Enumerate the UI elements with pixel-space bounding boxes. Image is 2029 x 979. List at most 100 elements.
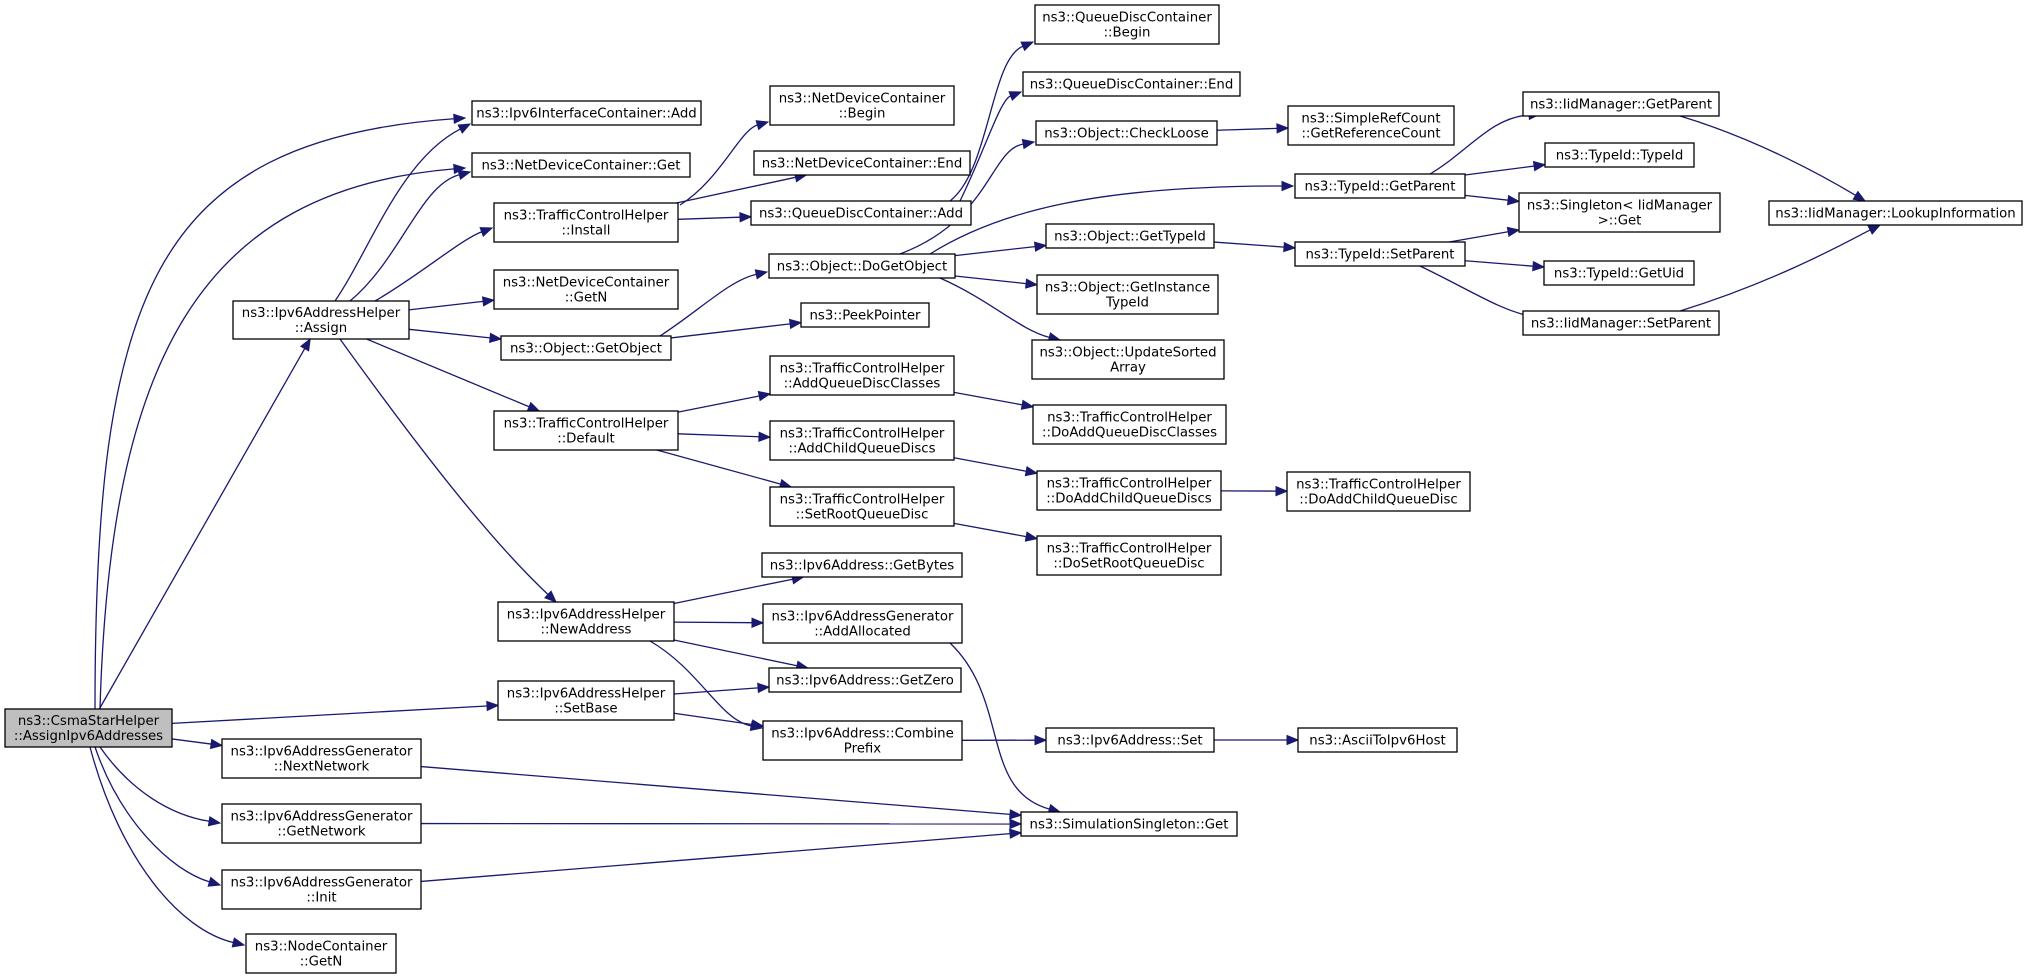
node-asciitoipv6host[interactable]: ns3::AsciiToIpv6Host bbox=[1297, 727, 1458, 753]
node-ipv6ah-assign[interactable]: ns3::Ipv6AddressHelper::Assign bbox=[232, 300, 410, 340]
node-simsingleton-get-box[interactable] bbox=[1020, 811, 1238, 837]
edge-obj-dogetobject-to-obj-gettypeid-line bbox=[954, 245, 1036, 257]
node-ndc-getn-box[interactable] bbox=[493, 269, 679, 310]
node-root[interactable]: ns3::CsmaStarHelper::AssignIpv6Addresses bbox=[4, 708, 173, 748]
node-ipv6a-getbytes-box[interactable] bbox=[761, 552, 963, 578]
node-iidm-getparent[interactable]: ns3::IidManager::GetParent bbox=[1522, 91, 1720, 117]
node-simplerefcount-box[interactable] bbox=[1287, 105, 1455, 146]
node-ipv6a-getzero-box[interactable] bbox=[768, 667, 962, 693]
node-obj-gettypeid[interactable]: ns3::Object::GetTypeId bbox=[1045, 223, 1215, 249]
node-tch-doaddqdclasses[interactable]: ns3::TrafficControlHelper::DoAddQueueDis… bbox=[1032, 404, 1227, 445]
node-ipv6ag-addallocated[interactable]: ns3::Ipv6AddressGenerator::AddAllocated bbox=[762, 603, 963, 644]
edge-ipv6ah-assign-to-ndc-getn-line bbox=[408, 300, 484, 311]
node-tch-doaddchildqds-box[interactable] bbox=[1036, 470, 1222, 511]
node-obj-checkloose[interactable]: ns3::Object::CheckLoose bbox=[1035, 120, 1218, 146]
node-ipv6ag-nextnetwork-box[interactable] bbox=[221, 738, 422, 779]
node-qdc-add-box[interactable] bbox=[750, 200, 972, 226]
node-iidm-setparent-box[interactable] bbox=[1522, 310, 1720, 336]
node-ndc-begin[interactable]: ns3::NetDeviceContainer::Begin bbox=[769, 85, 955, 126]
node-obj-getinstancetypeid-box[interactable] bbox=[1036, 274, 1219, 315]
node-ndc-get[interactable]: ns3::NetDeviceContainer::Get bbox=[471, 152, 691, 178]
node-ipv6ah-setbase[interactable]: ns3::Ipv6AddressHelper::SetBase bbox=[497, 680, 675, 721]
node-asciitoipv6host-box[interactable] bbox=[1297, 727, 1458, 753]
edge-obj-dogetobject-to-obj-checkloose bbox=[899, 138, 1036, 255]
node-tch-default-box[interactable] bbox=[493, 410, 679, 451]
node-ipv6ah-setbase-box[interactable] bbox=[497, 680, 675, 721]
node-qdc-end-box[interactable] bbox=[1022, 71, 1241, 97]
node-ipv6ag-nextnetwork[interactable]: ns3::Ipv6AddressGenerator::NextNetwork bbox=[221, 738, 422, 779]
node-tch-doaddchildqd[interactable]: ns3::TrafficControlHelper::DoAddChildQue… bbox=[1286, 471, 1471, 512]
node-ndc-end-box[interactable] bbox=[753, 150, 971, 176]
node-ipv6a-combineprefix-box[interactable] bbox=[762, 720, 963, 761]
node-tch-install-box[interactable] bbox=[493, 202, 679, 243]
node-tch-addqdclasses-box[interactable] bbox=[769, 355, 955, 396]
node-ndc-end[interactable]: ns3::NetDeviceContainer::End bbox=[753, 150, 971, 176]
node-tch-dosetrootqd[interactable]: ns3::TrafficControlHelper::DoSetRootQueu… bbox=[1036, 535, 1222, 576]
node-typeid-getuid-box[interactable] bbox=[1543, 260, 1695, 286]
node-obj-getobject-box[interactable] bbox=[500, 335, 672, 361]
node-ipv6if-add[interactable]: ns3::Ipv6InterfaceContainer::Add bbox=[471, 100, 702, 126]
node-root-box[interactable] bbox=[4, 708, 173, 748]
node-qdc-begin-box[interactable] bbox=[1034, 4, 1220, 45]
node-typeid-getuid[interactable]: ns3::TypeId::GetUid bbox=[1543, 260, 1695, 286]
node-ipv6ah-newaddress-box[interactable] bbox=[497, 601, 675, 642]
node-qdc-add[interactable]: ns3::QueueDiscContainer::Add bbox=[750, 200, 972, 226]
node-iidm-setparent[interactable]: ns3::IidManager::SetParent bbox=[1522, 310, 1720, 336]
node-tch-default[interactable]: ns3::TrafficControlHelper::Default bbox=[493, 410, 679, 451]
node-tch-dosetrootqd-box[interactable] bbox=[1036, 535, 1222, 576]
node-tch-setrootqd-box[interactable] bbox=[769, 486, 955, 527]
node-tch-addchildqds[interactable]: ns3::TrafficControlHelper::AddChildQueue… bbox=[769, 420, 955, 461]
node-ipv6a-getbytes[interactable]: ns3::Ipv6Address::GetBytes bbox=[761, 552, 963, 578]
node-tch-doaddchildqd-box[interactable] bbox=[1286, 471, 1471, 512]
node-singleton-get[interactable]: ns3::Singleton< IidManager >::Get bbox=[1518, 192, 1721, 233]
node-ipv6ag-addallocated-box[interactable] bbox=[762, 603, 963, 644]
node-ipv6ah-newaddress[interactable]: ns3::Ipv6AddressHelper::NewAddress bbox=[497, 601, 675, 642]
node-typeid-getparent-box[interactable] bbox=[1294, 173, 1466, 199]
node-ipv6ah-assign-box[interactable] bbox=[232, 300, 410, 340]
node-ipv6if-add-box[interactable] bbox=[471, 100, 702, 126]
node-obj-getobject[interactable]: ns3::Object::GetObject bbox=[500, 335, 672, 361]
node-ipv6ag-getnetwork-box[interactable] bbox=[221, 803, 422, 844]
node-simsingleton-get[interactable]: ns3::SimulationSingleton::Get bbox=[1020, 811, 1238, 837]
node-typeid-typeid[interactable]: ns3::TypeId::TypeId bbox=[1544, 142, 1695, 168]
node-obj-dogetobject-box[interactable] bbox=[768, 253, 956, 279]
node-ipv6a-set[interactable]: ns3::Ipv6Address::Set bbox=[1045, 727, 1215, 753]
node-singleton-get-box[interactable] bbox=[1518, 192, 1721, 233]
node-peekpointer-box[interactable] bbox=[800, 302, 930, 328]
node-ipv6ag-getnetwork[interactable]: ns3::Ipv6AddressGenerator::GetNetwork bbox=[221, 803, 422, 844]
node-ipv6a-set-box[interactable] bbox=[1045, 727, 1215, 753]
node-iidm-lookupinfo-box[interactable] bbox=[1768, 200, 2023, 226]
node-nodec-getn[interactable]: ns3::NodeContainer::GetN bbox=[245, 933, 397, 974]
node-tch-addqdclasses[interactable]: ns3::TrafficControlHelper::AddQueueDiscC… bbox=[769, 355, 955, 396]
node-ndc-get-box[interactable] bbox=[471, 152, 691, 178]
node-qdc-end[interactable]: ns3::QueueDiscContainer::End bbox=[1022, 71, 1241, 97]
node-tch-addchildqds-box[interactable] bbox=[769, 420, 955, 461]
node-ndc-begin-box[interactable] bbox=[769, 85, 955, 126]
node-obj-dogetobject[interactable]: ns3::Object::DoGetObject bbox=[768, 253, 956, 279]
node-ndc-getn[interactable]: ns3::NetDeviceContainer::GetN bbox=[493, 269, 679, 310]
node-typeid-getparent[interactable]: ns3::TypeId::GetParent bbox=[1294, 173, 1466, 199]
node-tch-setrootqd[interactable]: ns3::TrafficControlHelper::SetRootQueueD… bbox=[769, 486, 955, 527]
node-typeid-setparent[interactable]: ns3::TypeId::SetParent bbox=[1294, 241, 1466, 267]
node-ipv6ag-init-box[interactable] bbox=[221, 869, 422, 910]
node-typeid-setparent-box[interactable] bbox=[1294, 241, 1466, 267]
node-qdc-begin[interactable]: ns3::QueueDiscContainer::Begin bbox=[1034, 4, 1220, 45]
node-peekpointer[interactable]: ns3::PeekPointer bbox=[800, 302, 930, 328]
node-tch-install[interactable]: ns3::TrafficControlHelper::Install bbox=[493, 202, 679, 243]
node-obj-checkloose-box[interactable] bbox=[1035, 120, 1218, 146]
node-ipv6ag-init[interactable]: ns3::Ipv6AddressGenerator::Init bbox=[221, 869, 422, 910]
node-ipv6a-getzero[interactable]: ns3::Ipv6Address::GetZero bbox=[768, 667, 962, 693]
node-iidm-getparent-box[interactable] bbox=[1522, 91, 1720, 117]
edge-typeid-setparent-to-iidm-setparent-line bbox=[1419, 265, 1530, 317]
node-typeid-typeid-box[interactable] bbox=[1544, 142, 1695, 168]
node-obj-updatesortedarray-box[interactable] bbox=[1031, 339, 1225, 380]
node-obj-gettypeid-box[interactable] bbox=[1045, 223, 1215, 249]
node-tch-doaddchildqds[interactable]: ns3::TrafficControlHelper::DoAddChildQue… bbox=[1036, 470, 1222, 511]
node-tch-doaddqdclasses-box[interactable] bbox=[1032, 404, 1227, 445]
node-iidm-lookupinfo[interactable]: ns3::IidManager::LookupInformation bbox=[1768, 200, 2023, 226]
node-nodec-getn-box[interactable] bbox=[245, 933, 397, 974]
node-simplerefcount[interactable]: ns3::SimpleRefCount::GetReferenceCount bbox=[1287, 105, 1455, 146]
